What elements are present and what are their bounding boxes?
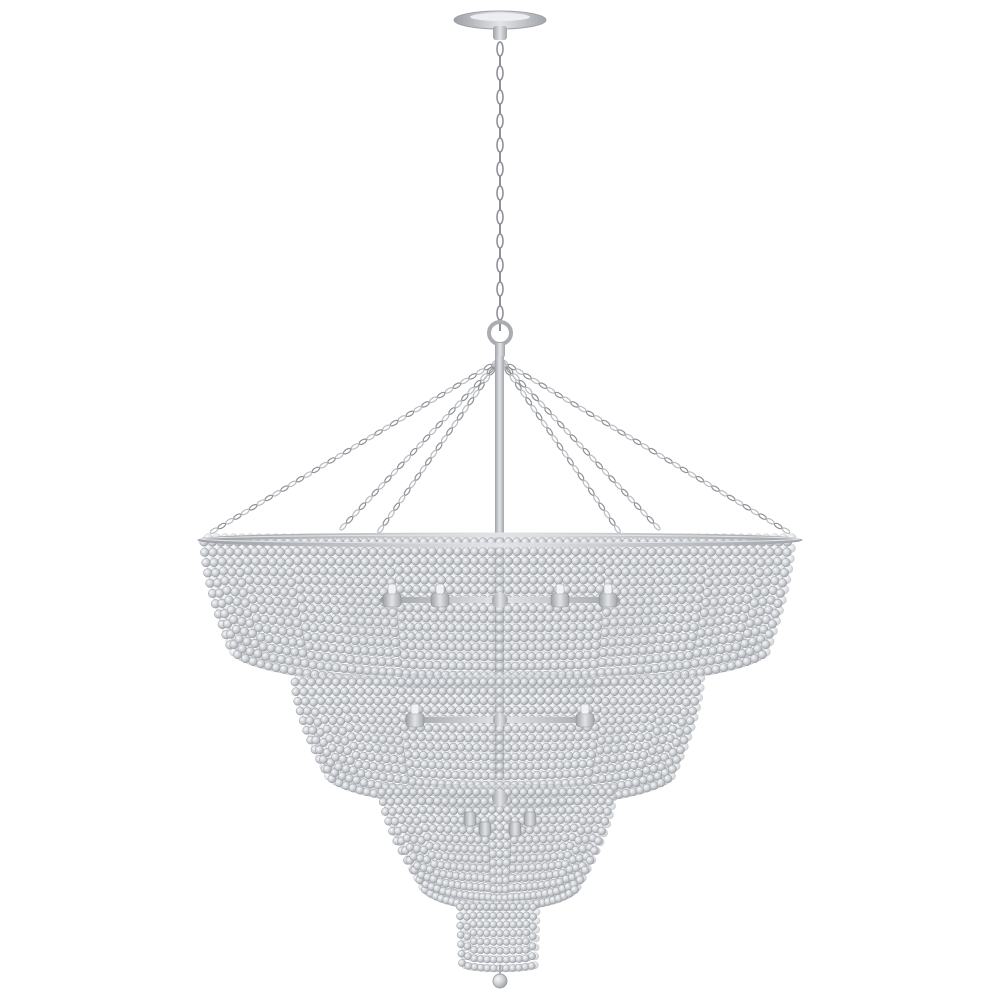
beaded-tier-bottom [377, 783, 619, 912]
candle-arms [380, 583, 620, 837]
beaded-tier-middle [290, 673, 706, 809]
top-chain [496, 41, 504, 331]
hanging-ring [487, 320, 513, 357]
beaded-tier-top [197, 532, 803, 691]
canopy [453, 10, 547, 40]
beaded-tail [456, 899, 541, 973]
support-chains [209, 359, 791, 534]
finial [492, 965, 508, 989]
